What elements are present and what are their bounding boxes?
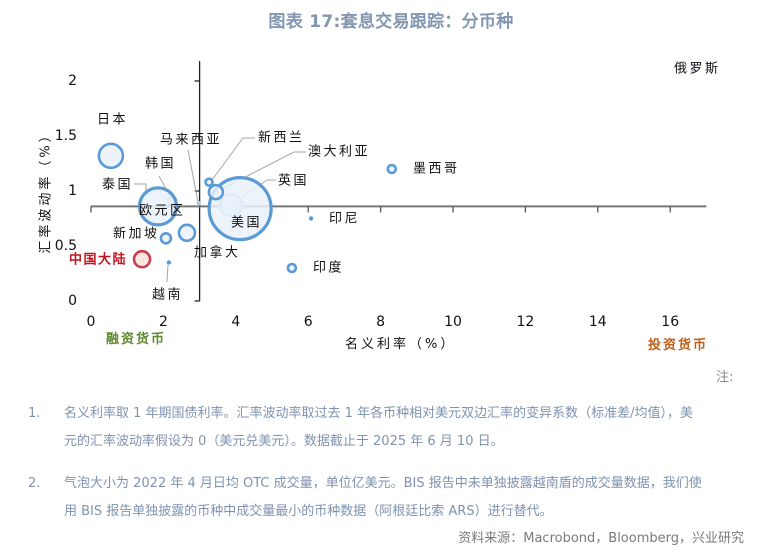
note-text-line: 元的汇率波动率假设为 0（美元兑美元）。数据截止于 2025 年 6 月 10 … bbox=[64, 434, 504, 449]
x-tick-label: 6 bbox=[304, 314, 313, 330]
bubble-label: 印度 bbox=[313, 260, 344, 276]
bubble-label: 墨西哥 bbox=[413, 162, 460, 177]
bubble-label: 英国 bbox=[278, 174, 309, 189]
x-tick-label: 14 bbox=[589, 314, 607, 330]
note-text-line: 气泡大小为 2022 年 4 月日均 OTC 成交量，单位亿美元。BIS 报告中… bbox=[64, 476, 702, 491]
note-text-line: 用 BIS 报告单独披露的币种中成交量最小的币种数据（阿根廷比索 ARS）进行替… bbox=[64, 504, 553, 519]
bubble-label: 日本 bbox=[97, 113, 128, 128]
x-tick-label: 10 bbox=[444, 314, 462, 330]
bubble-point bbox=[196, 200, 202, 206]
bubble-point bbox=[166, 260, 172, 265]
notes-list: 1. 名义利率取 1 年期国债利率。汇率波动率取过去 1 年各币种相对美元双边汇… bbox=[0, 400, 782, 540]
leader-line bbox=[134, 183, 147, 192]
x-tick-label: 2 bbox=[159, 314, 168, 330]
x-tick-label: 8 bbox=[376, 314, 385, 330]
x-tick-label: 4 bbox=[231, 314, 240, 330]
funding-currency-label: 融资货币 bbox=[106, 332, 167, 347]
bubble-point bbox=[386, 163, 398, 175]
note-item: 1. 名义利率取 1 年期国债利率。汇率波动率取过去 1 年各币种相对美元双边汇… bbox=[0, 400, 782, 456]
bubble-point bbox=[132, 249, 152, 269]
investing-currency-label: 投资货币 bbox=[648, 338, 709, 353]
bubble-point bbox=[308, 216, 314, 221]
leader-line bbox=[211, 137, 255, 181]
bubble-point bbox=[286, 262, 298, 274]
bubble-point bbox=[207, 183, 225, 201]
bubble-label: 韩国 bbox=[145, 157, 176, 172]
y-tick-label: 1 bbox=[68, 183, 77, 199]
x-tick-label: 0 bbox=[87, 314, 96, 330]
notes-heading: 注: bbox=[716, 370, 734, 385]
bubble-label: 欧元区 bbox=[139, 204, 186, 219]
bubble-label: 中国大陆 bbox=[69, 252, 127, 268]
bubble-label: 新加坡 bbox=[113, 226, 160, 242]
bubble-label: 加拿大 bbox=[194, 245, 241, 261]
leader-line bbox=[187, 149, 199, 203]
bubble-label: 印尼 bbox=[329, 212, 360, 227]
x-tick-label: 16 bbox=[661, 314, 679, 330]
bubble-label: 新西兰 bbox=[258, 130, 305, 146]
bubble-label: 越南 bbox=[152, 287, 183, 303]
bubble-point bbox=[97, 142, 125, 170]
leader-line bbox=[166, 264, 169, 283]
note-number: 1. bbox=[28, 406, 41, 421]
y-tick-label: 0 bbox=[68, 293, 77, 309]
data-source: 资料来源：Macrobond，Bloomberg，兴业研究 bbox=[458, 531, 744, 546]
note-text-line: 名义利率取 1 年期国债利率。汇率波动率取过去 1 年各币种相对美元双边汇率的变… bbox=[64, 406, 693, 421]
bubble-label: 泰国 bbox=[102, 178, 133, 193]
bubble-point bbox=[690, 67, 696, 73]
bubble-label: 俄罗斯 bbox=[674, 62, 721, 77]
bubble-point bbox=[204, 177, 214, 187]
note-number: 2. bbox=[28, 476, 41, 491]
chart-title: 图表 17:套息交易跟踪：分币种 bbox=[268, 12, 514, 32]
x-axis-title: 名义利率（%） bbox=[345, 337, 457, 352]
y-tick-label: 0.5 bbox=[55, 238, 77, 254]
y-tick-label: 1.5 bbox=[55, 128, 77, 144]
bubble-label: 马来西亚 bbox=[160, 133, 222, 148]
bubble-point bbox=[159, 232, 173, 245]
bubble-label: 美国 bbox=[231, 216, 262, 231]
bubble-point bbox=[137, 186, 179, 227]
y-axis-title: 汇率波动率（%） bbox=[38, 126, 54, 254]
x-tick-label: 12 bbox=[516, 314, 534, 330]
bubble-point bbox=[207, 176, 273, 242]
bubble-label: 澳大利亚 bbox=[308, 144, 370, 160]
note-item: 2. 气泡大小为 2022 年 4 月日均 OTC 成交量，单位亿美元。BIS … bbox=[0, 470, 782, 526]
y-tick-label: 2 bbox=[68, 73, 77, 89]
bubble-point bbox=[177, 223, 197, 243]
